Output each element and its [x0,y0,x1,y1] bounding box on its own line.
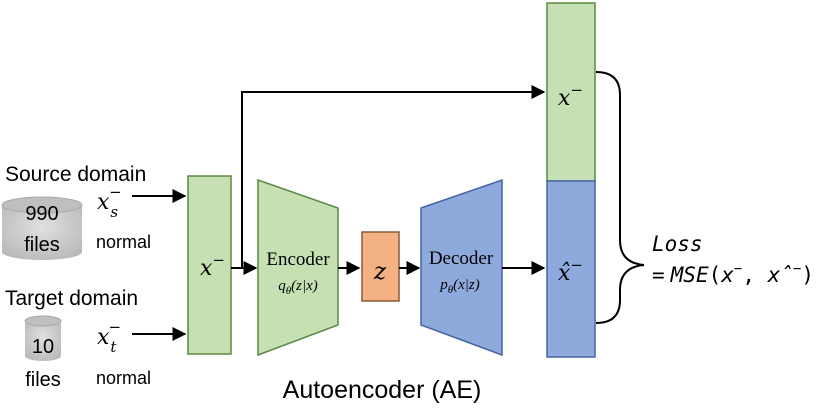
source-file-unit: files [24,234,60,256]
output-top-label: x− [558,81,583,111]
loss-brace [595,71,645,324]
skip-connection-arrow [241,85,546,268]
target-database-icon [24,315,62,361]
encoder-title: Encoder [266,249,330,270]
loss-equation: =MSE(x−, x̂−) [652,261,814,287]
encoder-block [257,178,339,357]
input-block-label: x− [200,251,225,281]
output-bottom-label: x̂− [558,256,583,286]
output-top-block [546,2,596,182]
latent-block [361,231,400,302]
input-block [187,175,232,355]
target-file-unit: files [25,369,61,391]
decoder-title: Decoder [429,248,494,269]
target-input-variable: xt− [97,318,121,356]
target-domain-title: Target domain [5,287,138,310]
encoder-function: qθ(z|x) [278,278,318,297]
decoder-function: pθ(x|z) [439,277,480,296]
diagram-caption: Autoencoder (AE) [283,376,482,404]
target-normal-label: normal [96,368,151,388]
loss-title: Loss [652,232,703,256]
source-file-count: 990 [25,203,58,225]
target-file-count: 10 [32,336,54,358]
decoder-block [420,178,503,357]
source-input-variable: xs− [97,183,122,221]
latent-label: z [373,259,387,285]
output-bottom-block [546,180,596,358]
source-database-icon [1,196,83,260]
source-normal-label: normal [96,232,151,252]
source-domain-title: Source domain [5,163,146,186]
